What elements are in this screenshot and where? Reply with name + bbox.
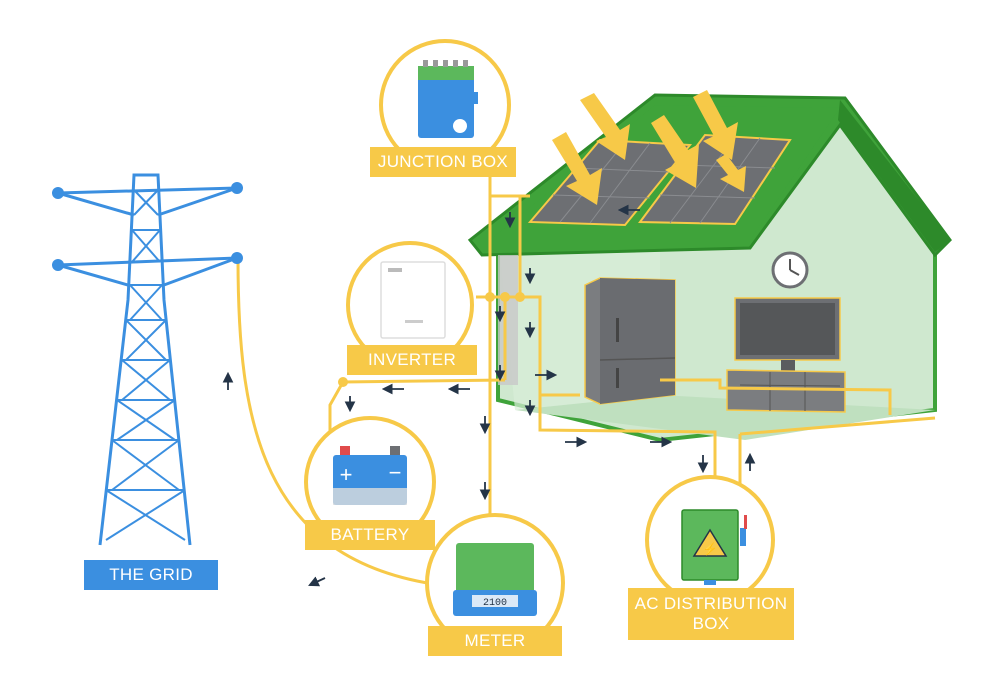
label-junction-box: JUNCTION BOX — [370, 147, 516, 177]
sun-arrows — [552, 90, 746, 205]
tower-icon — [57, 173, 238, 546]
flow-arrow — [308, 576, 326, 587]
flow-arrows — [222, 204, 756, 587]
meter-display: 2100 — [483, 598, 507, 609]
house — [467, 90, 952, 443]
meter-icon: 2100 — [425, 513, 565, 653]
inverter-icon — [346, 241, 474, 369]
svg-text:+: + — [340, 462, 353, 487]
fridge-icon — [584, 277, 676, 405]
junction-box-icon — [379, 39, 511, 171]
label-meter: METER — [428, 626, 562, 656]
wall-conduit — [498, 255, 518, 385]
tower-insulators — [52, 182, 243, 271]
tv-icon — [726, 297, 846, 413]
label-ac-distribution-box: AC DISTRIBUTION BOX — [628, 588, 794, 640]
svg-text:−: − — [389, 460, 402, 485]
roof-edge — [838, 100, 950, 252]
svg-text:⚡: ⚡ — [703, 542, 718, 556]
wires — [236, 175, 936, 587]
wire-nodes — [338, 292, 525, 387]
label-inverter: INVERTER — [347, 345, 477, 375]
label-battery: BATTERY — [305, 520, 435, 550]
ac-box-icon: ⚡ — [645, 475, 775, 605]
label-the-grid: THE GRID — [84, 560, 218, 590]
clock-icon — [771, 251, 809, 289]
